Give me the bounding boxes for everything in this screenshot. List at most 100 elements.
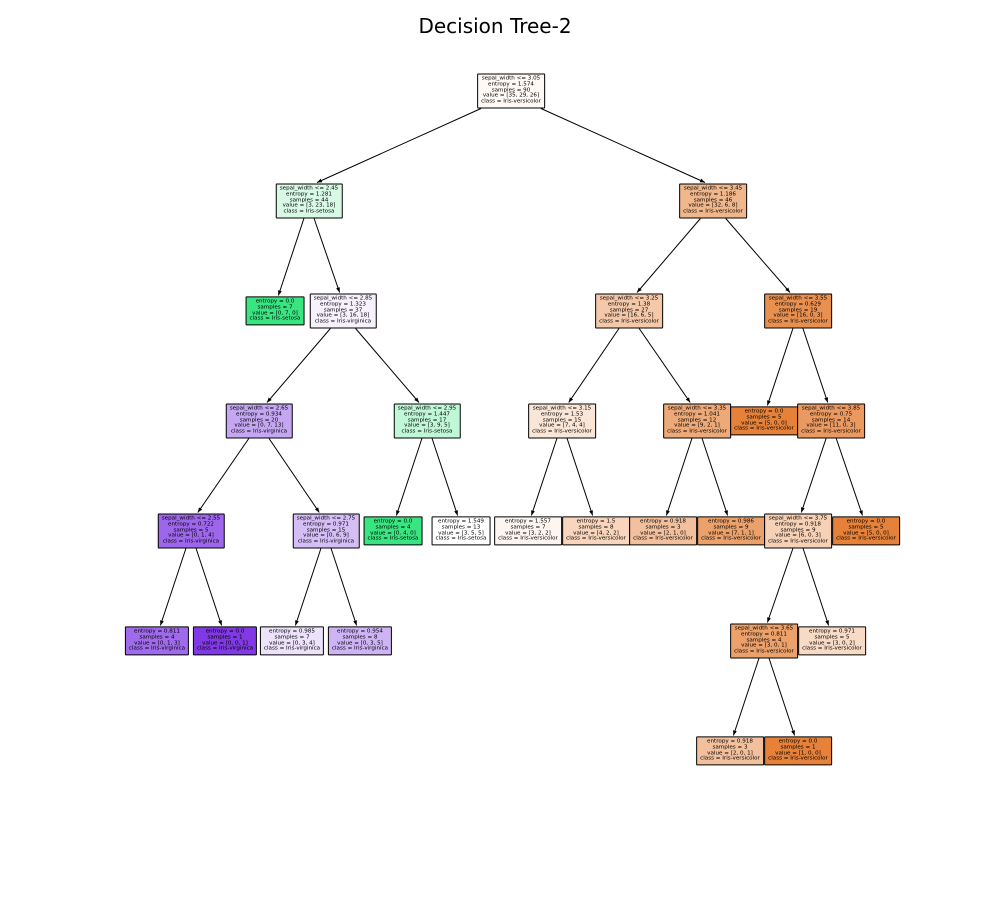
tree-edge-n14-n15: [636, 218, 701, 293]
tree-node-line: class = Iris-versicolor: [836, 535, 896, 542]
tree-node-line: class = Iris-versicolor: [734, 425, 794, 432]
tree-node-line: sepal_width <= 2.95: [397, 405, 457, 412]
tree-node-line: value = [3, 2, 2]: [505, 530, 551, 536]
tree-node-line: samples = 7: [510, 524, 546, 531]
tree-node-line: sepal_width <= 2.65: [229, 405, 289, 412]
tree-node-line: entropy = 1.323: [320, 301, 366, 308]
tree-edge-n16-n18: [566, 438, 594, 516]
tree-node-line: value = [0, 7, 13]: [234, 422, 284, 429]
tree-node-line: entropy = 1.186: [690, 191, 736, 198]
tree-node-line: samples = 1: [780, 744, 816, 751]
tree-node-line: samples = 3: [645, 524, 681, 531]
tree-node-line: value = [0, 1, 4]: [168, 532, 214, 539]
tree-node-line: sepal_width <= 2.45: [279, 185, 339, 192]
tree-node-line: samples = 5: [746, 414, 782, 421]
tree-node-line: class = Iris-versicolor: [667, 428, 727, 435]
tree-node-line: entropy = 0.971: [809, 628, 855, 635]
tree-node-line: samples = 7: [274, 634, 310, 641]
tree-node-line: class = Iris-setosa: [401, 428, 453, 435]
tree-edge-n19-n20: [665, 438, 693, 516]
tree-node-line: entropy = 0.971: [303, 521, 349, 528]
tree-node-line: class = Iris-versicolor: [498, 535, 558, 542]
tree-edge-n25-n29: [802, 548, 830, 626]
tree-node-line: sepal_width <= 3.65: [734, 625, 794, 632]
tree-node-line: value = [16, 0, 3]: [773, 312, 823, 319]
tree-node-line: sepal_width <= 3.45: [683, 185, 743, 192]
tree-edge-n5-n7: [195, 548, 223, 626]
tree-node-line: value = [3, 0, 2]: [809, 640, 855, 646]
tree-node-line: samples = 37: [323, 307, 363, 314]
tree-node-line: samples = 14: [811, 417, 851, 424]
tree-node-line: entropy = 0.629: [775, 301, 821, 308]
tree-node-line: samples = 4: [139, 634, 175, 641]
tree-edge-n0-n14: [540, 108, 706, 183]
tree-node-line: samples = 5: [848, 524, 884, 531]
tree-node-line: class = Iris-virginica: [314, 318, 372, 325]
tree-node-line: entropy = 0.918: [640, 518, 686, 525]
tree-node-line: sepal_width <= 3.55: [768, 295, 828, 302]
tree-node-line: class = Iris-virginica: [331, 645, 389, 652]
tree-node-line: value = [6, 0, 3]: [775, 532, 821, 539]
tree-edge-n4-n5: [197, 438, 250, 513]
tree-node-line: class = Iris-virginica: [230, 428, 288, 435]
tree-node-line: entropy = 0.75: [809, 411, 853, 418]
tree-node-line: class = Iris-versicolor: [683, 208, 743, 215]
tree-edge-n11-n12: [395, 438, 423, 516]
tree-node-line: entropy = 1.5: [576, 518, 616, 525]
tree-node-line: samples = 90: [491, 87, 531, 94]
tree-node-line: class = Iris-versicolor: [802, 645, 862, 652]
tree-node-line: entropy = 0.0: [778, 738, 818, 745]
tree-node-line: entropy = 0.986: [708, 518, 754, 525]
tree-node-line: samples = 5: [173, 527, 209, 534]
tree-node-line: samples = 12: [677, 417, 717, 424]
tree-node-line: entropy = 0.811: [134, 628, 180, 635]
tree-node-line: samples = 13: [441, 524, 481, 531]
tree-edge-n4-n8: [268, 438, 320, 513]
tree-node-line: entropy = 0.0: [846, 518, 886, 525]
tree-node-line: value = [5, 0, 0]: [741, 420, 787, 426]
tree-node-line: class = Iris-versicolor: [801, 428, 861, 435]
tree-node-line: samples = 9: [780, 527, 816, 534]
tree-node-line: value = [7, 4, 4]: [539, 422, 585, 429]
tree-edge-n3-n11: [355, 328, 420, 403]
tree-node-line: class = Iris-virginica: [263, 645, 321, 652]
tree-node-line: samples = 4: [375, 524, 411, 531]
tree-node-line: value = [9, 2, 1]: [674, 422, 720, 429]
tree-edge-n5-n6: [159, 548, 187, 626]
tree-node-line: entropy = 0.0: [255, 298, 295, 305]
tree-node-line: value = [0, 4, 0]: [370, 530, 416, 536]
tree-node-line: class = Iris-versicolor: [481, 98, 541, 105]
tree-node-line: samples = 44: [289, 197, 329, 204]
tree-node-line: value = [3, 9, 5]: [404, 422, 450, 429]
tree-node-line: samples = 15: [542, 417, 582, 424]
tree-node-line: value = [5, 0, 0]: [843, 530, 889, 536]
tree-node-line: value = [3, 5, 5]: [438, 530, 484, 536]
tree-edge-n11-n13: [431, 438, 459, 516]
tree-node-line: class = Iris-versicolor: [768, 318, 828, 325]
tree-node-line: samples = 8: [578, 524, 614, 531]
tree-edge-n24-n30: [835, 438, 863, 516]
tree-edge-n26-n27: [732, 658, 760, 736]
tree-node-line: samples = 20: [239, 417, 279, 424]
tree-node-line: class = Iris-virginica: [196, 645, 254, 652]
tree-node-line: class = Iris-versicolor: [768, 755, 828, 762]
tree-node-line: value = [4, 2, 2]: [573, 530, 619, 536]
tree-node-line: sepal_width <= 3.25: [599, 295, 659, 302]
tree-edge-n0-n1: [316, 108, 482, 183]
tree-node-line: entropy = 1.549: [438, 518, 484, 525]
tree-node-line: value = [16, 6, 5]: [604, 312, 654, 319]
